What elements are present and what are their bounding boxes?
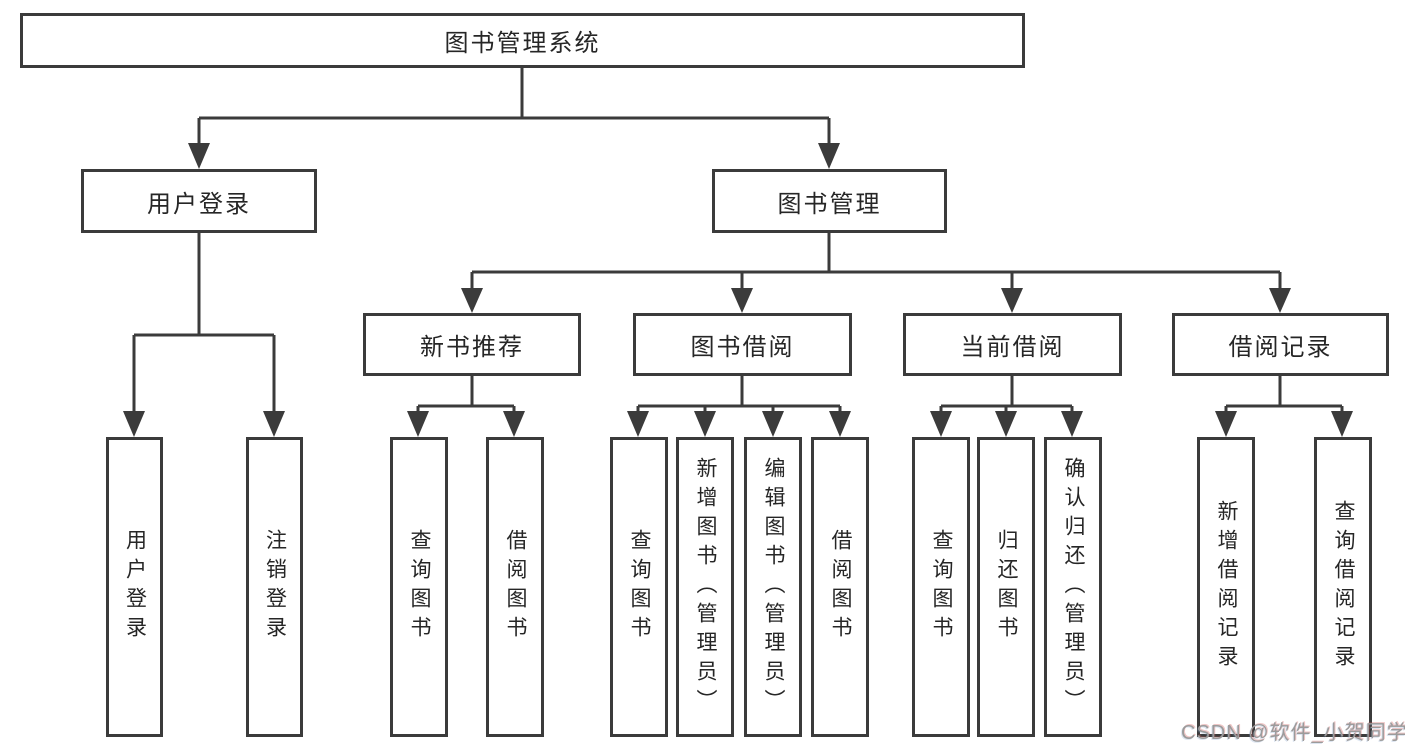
leaf-add-borrow-record-label: 新增借阅记录: [1215, 500, 1238, 674]
node-user-login: 用户登录: [81, 169, 317, 233]
leaf-query-books-recommend-label: 查询图书: [408, 529, 431, 645]
leaf-query-borrow-record: 查询借阅记录: [1314, 437, 1372, 737]
leaf-borrow-books-recommend: 借阅图书: [486, 437, 544, 737]
leaf-borrow-books-recommend-label: 借阅图书: [504, 529, 527, 645]
leaf-borrow-books-label: 借阅图书: [829, 529, 852, 645]
leaf-add-books-admin: 新增图书（管理员）: [676, 437, 734, 737]
leaf-edit-books-admin: 编辑图书（管理员）: [744, 437, 802, 737]
root-node-label: 图书管理系统: [444, 30, 601, 57]
leaf-edit-books-admin-label: 编辑图书（管理员）: [762, 456, 785, 718]
leaf-borrow-books: 借阅图书: [811, 437, 869, 737]
leaf-confirm-return-admin: 确认归还（管理员）: [1044, 437, 1102, 737]
node-book-borrowing: 图书借阅: [633, 313, 852, 376]
node-borrowing-records: 借阅记录: [1172, 313, 1389, 376]
node-book-management-label: 图书管理: [777, 190, 882, 218]
leaf-return-books-label: 归还图书: [995, 529, 1018, 645]
node-current-borrowing-label: 当前借阅: [960, 334, 1065, 361]
leaf-return-books: 归还图书: [977, 437, 1035, 737]
leaf-user-login: 用户登录: [106, 437, 163, 737]
watermark: CSDN @软件_小贺同学: [1181, 722, 1405, 744]
leaf-query-borrow-record-label: 查询借阅记录: [1332, 500, 1355, 674]
leaf-query-books-borrowing: 查询图书: [610, 437, 668, 737]
node-new-book-recommend: 新书推荐: [363, 313, 581, 376]
leaf-logout-label: 注销登录: [263, 529, 287, 645]
node-current-borrowing: 当前借阅: [903, 313, 1122, 376]
node-book-borrowing-label: 图书借阅: [690, 334, 795, 361]
leaf-add-borrow-record: 新增借阅记录: [1197, 437, 1255, 737]
node-user-login-label: 用户登录: [147, 190, 251, 218]
leaf-logout: 注销登录: [246, 437, 303, 737]
node-book-management: 图书管理: [712, 169, 947, 233]
leaf-confirm-return-admin-label: 确认归还（管理员）: [1062, 456, 1085, 718]
arrowheads: [123, 143, 1353, 437]
node-borrowing-records-label: 借阅记录: [1228, 334, 1333, 361]
node-new-book-recommend-label: 新书推荐: [420, 334, 524, 361]
leaf-query-books-borrowing-label: 查询图书: [628, 529, 651, 645]
leaf-query-books-current-label: 查询图书: [930, 529, 953, 645]
leaf-add-books-admin-label: 新增图书（管理员）: [694, 456, 717, 718]
leaf-user-login-label: 用户登录: [123, 529, 147, 645]
leaf-query-books-recommend: 查询图书: [390, 437, 448, 737]
root-node-library-management-system: 图书管理系统: [20, 13, 1025, 68]
leaf-query-books-current: 查询图书: [912, 437, 970, 737]
